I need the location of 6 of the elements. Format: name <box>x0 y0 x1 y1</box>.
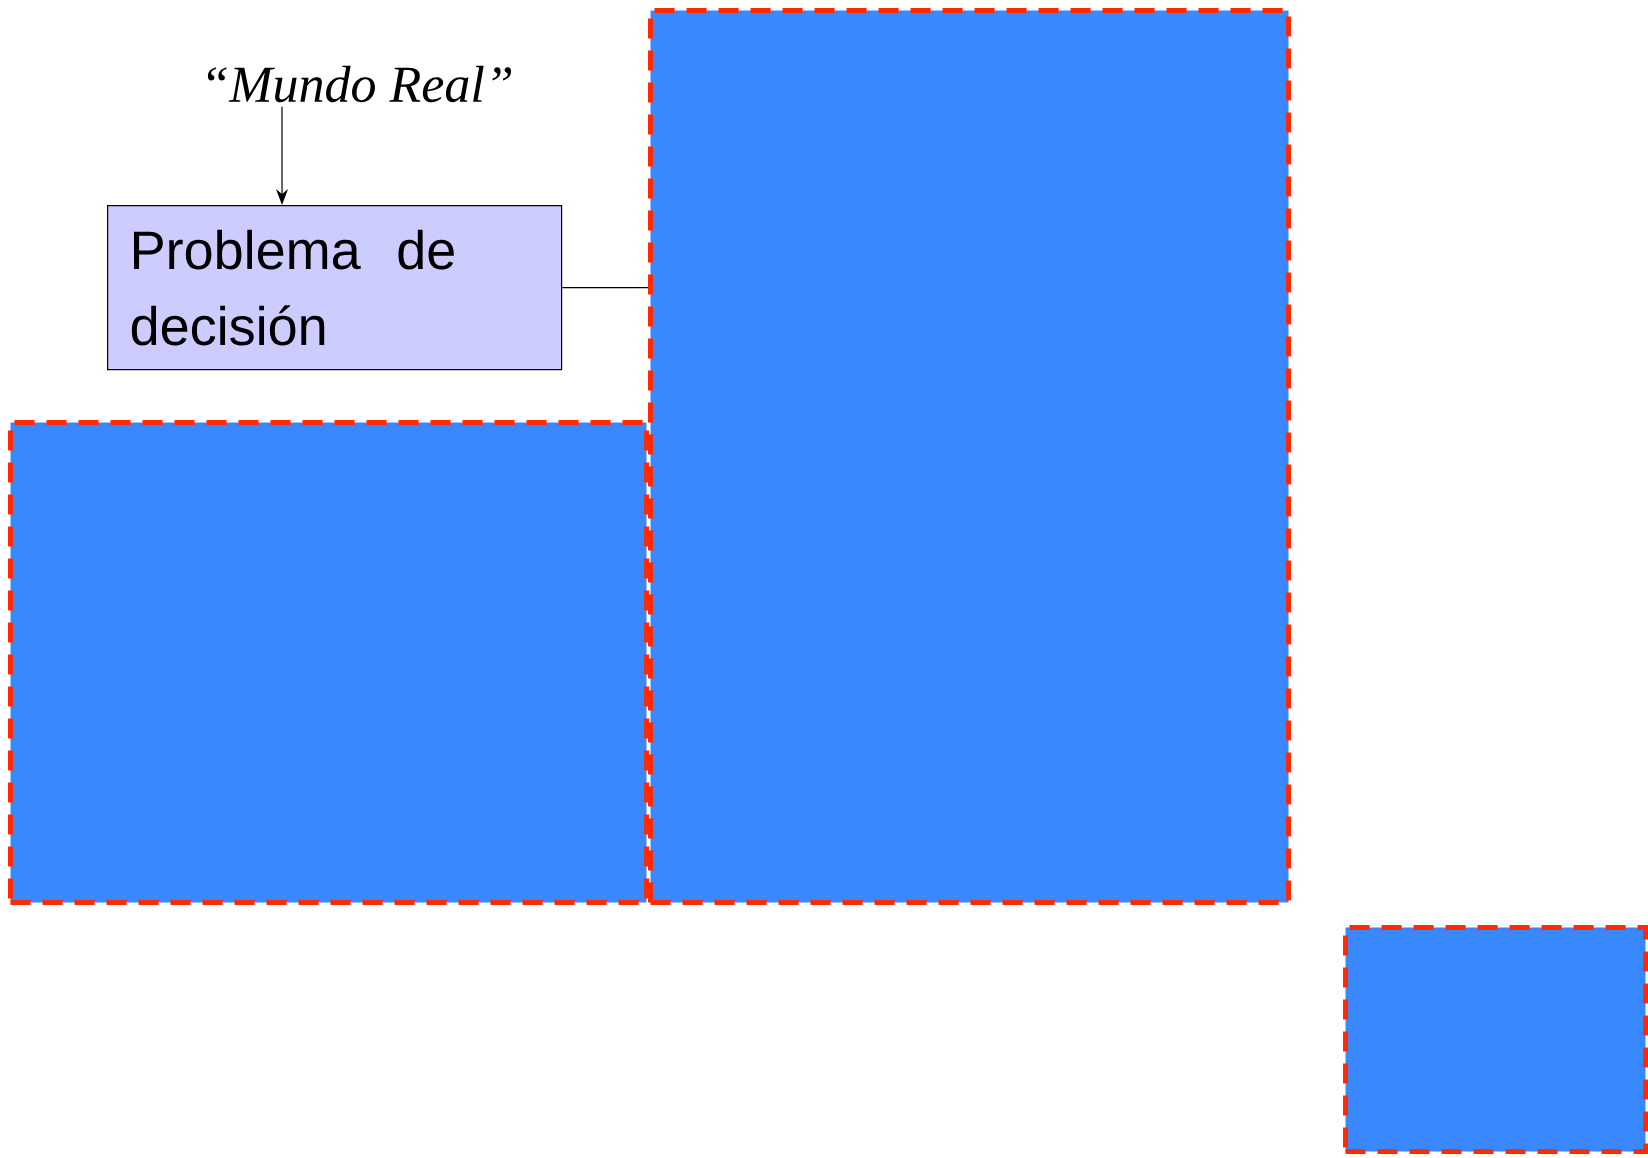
process-box: Problema de decisión <box>107 205 563 371</box>
handwritten-note: “Mundo Real” <box>207 65 512 103</box>
redaction-box <box>1343 925 1648 1154</box>
redaction-box <box>8 420 649 905</box>
connector-line <box>561 287 649 289</box>
redaction-box <box>648 8 1291 905</box>
